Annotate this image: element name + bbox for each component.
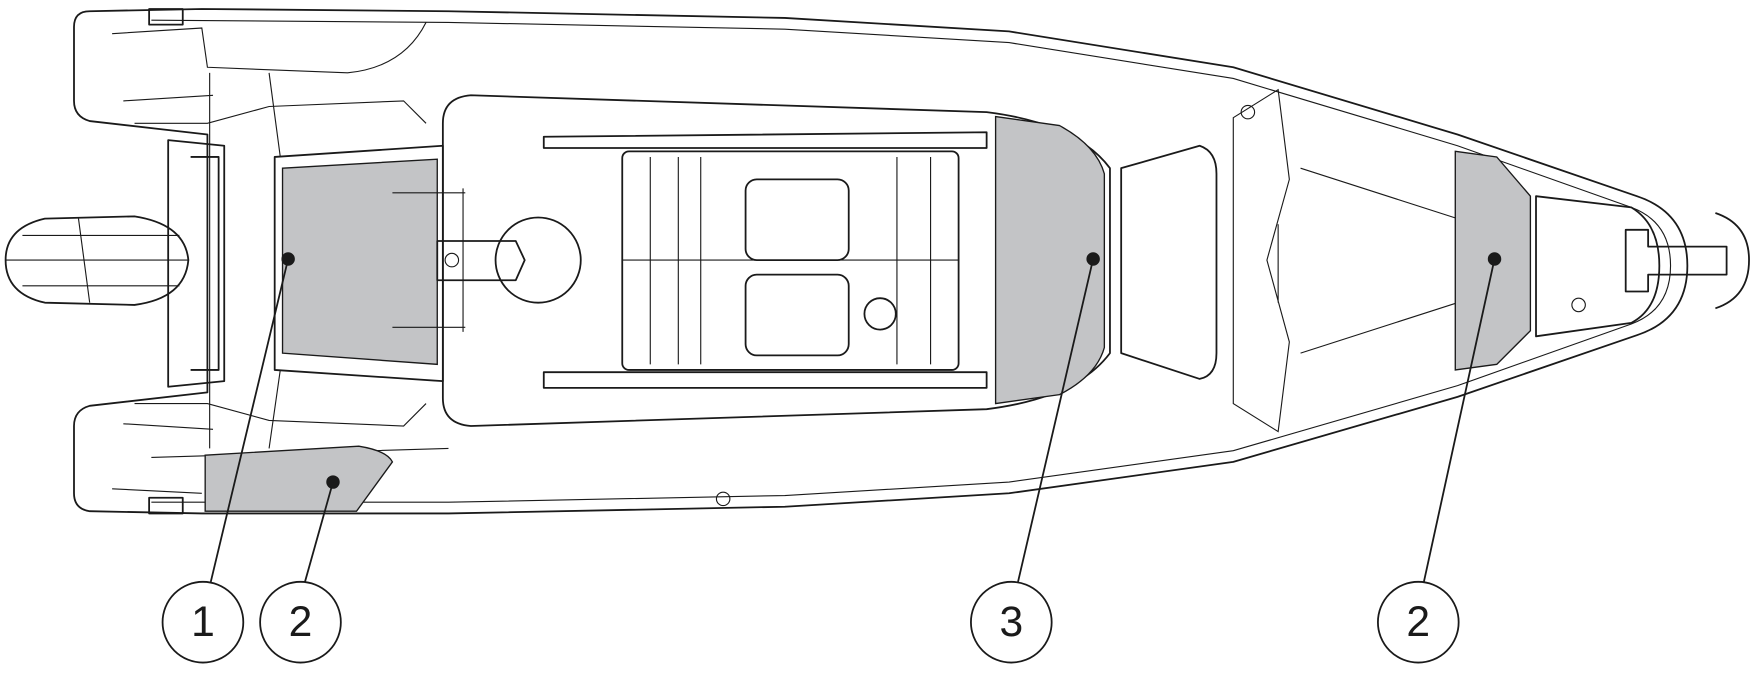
bow-fitting [1571, 297, 1586, 313]
shaded-area-stern-locker [204, 445, 394, 512]
callout-3: 3 [970, 252, 1100, 664]
stern-cleat-top [148, 8, 184, 26]
bow-anchor-locker [1535, 195, 1661, 338]
callout-1-label: 1 [191, 598, 215, 646]
outboard-engine-detail [5, 218, 189, 303]
tiller-knob [444, 252, 460, 268]
shaded-area-forward-seat [994, 115, 1106, 405]
helm-seat-1 [744, 178, 850, 261]
stern-cleat-bottom [148, 496, 184, 515]
callout-3-dot [1086, 252, 1100, 266]
stern-pontoon-bottom [112, 403, 449, 494]
callout-2-bow: 2 [1377, 252, 1502, 664]
callout-2-stern-leader [304, 481, 334, 583]
side-fitting-bottom [715, 491, 731, 507]
callout-2-stern-label: 2 [289, 598, 313, 646]
callout-1-dot [281, 252, 295, 266]
steering-wheel [863, 297, 897, 331]
callout-1-circle [161, 580, 245, 664]
bow-anchor [1624, 212, 1750, 310]
transom [167, 139, 226, 388]
transom-rails [209, 72, 281, 449]
side-fitting [1240, 104, 1256, 120]
forward-seat [1120, 144, 1218, 380]
callout-1-leader [209, 258, 290, 583]
leaning-post-hub [494, 216, 582, 304]
console-bench-top [542, 131, 988, 149]
hull-outline [73, 8, 1689, 515]
callout-2-stern-circle [259, 580, 342, 664]
console-bench-bottom [542, 371, 988, 389]
callout-3-leader [1017, 258, 1095, 583]
callout-2-bow-leader [1423, 258, 1496, 583]
hull-inner-line [151, 19, 1672, 503]
callout-2-bow-dot [1487, 252, 1502, 266]
helm-seat-2 [744, 273, 850, 357]
deck-structure [1232, 88, 1458, 433]
callout-2-bow-label: 2 [1406, 598, 1430, 646]
shaded-area-aft-deck [281, 158, 438, 366]
callout-3-label: 3 [999, 598, 1023, 646]
callout-3-circle [970, 580, 1053, 664]
callout-2-bow-circle [1377, 580, 1460, 664]
stern-pontoon-top [112, 22, 427, 124]
tiller-handle [436, 240, 526, 282]
callout-1: 1 [161, 252, 295, 664]
callout-2-stern: 2 [259, 475, 342, 664]
aft-cockpit-fittings [392, 188, 466, 332]
